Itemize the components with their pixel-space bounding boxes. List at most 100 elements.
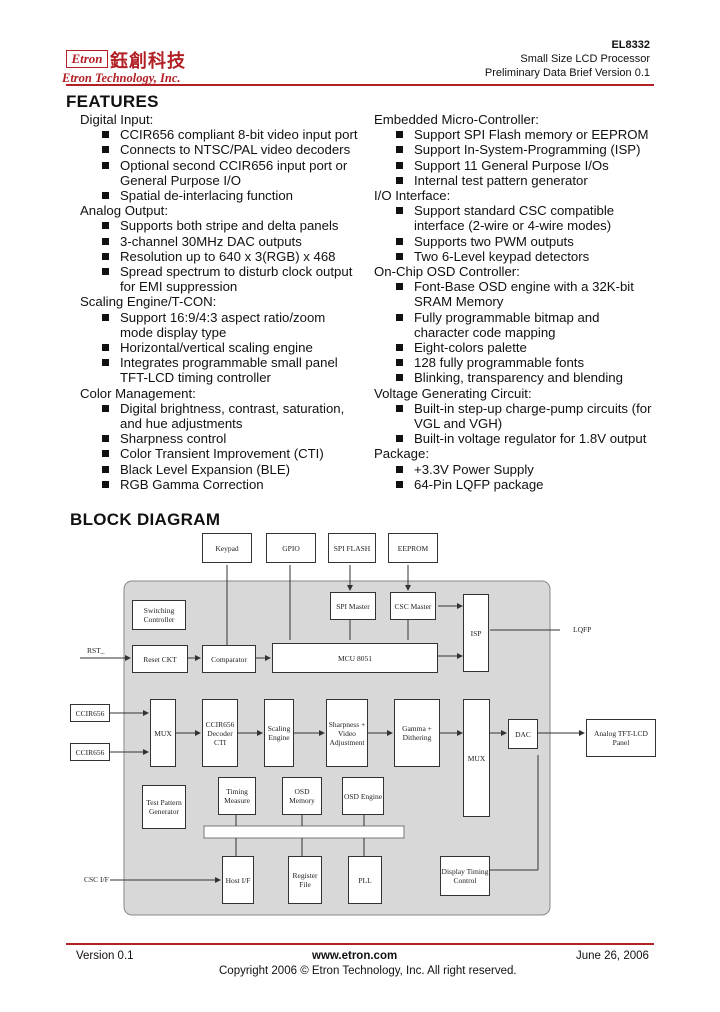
feature-item-continuation: General Purpose I/O bbox=[120, 172, 241, 188]
feature-bullet-item: Horizontal/vertical scaling engine bbox=[80, 340, 380, 355]
feature-bullet-item: Two 6-Level keypad detectors bbox=[374, 249, 664, 264]
etron-logo: Etron bbox=[66, 50, 108, 68]
footer-copyright: Copyright 2006 © Etron Technology, Inc. … bbox=[219, 965, 517, 977]
feature-item-continuation: interface (2-wire or 4-wire modes) bbox=[414, 218, 612, 234]
csc-if-label: CSC I/F bbox=[84, 875, 109, 884]
feature-bullet-item: 128 fully programmable fonts bbox=[374, 355, 664, 370]
ccir656-input-1: CCIR656 bbox=[70, 704, 110, 722]
spi-master-block: SPI Master bbox=[330, 592, 376, 620]
feature-bullet-item: Spatial de-interlacing function bbox=[80, 188, 380, 203]
reset-ckt-block: Reset CKT bbox=[132, 645, 188, 673]
header-divider bbox=[66, 84, 654, 86]
feature-bullet-item: Support 11 General Purpose I/Os bbox=[374, 158, 664, 173]
rst-label: RST_ bbox=[87, 646, 105, 655]
feature-item-continuation: for EMI suppression bbox=[120, 279, 238, 295]
feature-bullet-item: Black Level Expansion (BLE) bbox=[80, 462, 380, 477]
company-name: Etron Technology, Inc. bbox=[62, 71, 181, 85]
feature-bullet-item: Blinking, transparency and blending bbox=[374, 370, 664, 385]
feature-item-continuation: SRAM Memory bbox=[414, 294, 504, 310]
block-diagram-title: BLOCK DIAGRAM bbox=[70, 510, 221, 529]
ccir656-input-2: CCIR656 bbox=[70, 743, 110, 761]
isp-block: ISP bbox=[463, 594, 489, 672]
mcu-block: MCU 8051 bbox=[272, 643, 438, 673]
spi-flash-block: SPI FLASH bbox=[328, 533, 376, 563]
osd-engine-block: OSD Engine bbox=[342, 777, 384, 815]
dac-block: DAC bbox=[508, 719, 538, 749]
feature-bullet-item: Color Transient Improvement (CTI) bbox=[80, 446, 380, 461]
footer-date: June 26, 2006 bbox=[576, 950, 649, 962]
analog-tft-lcd-panel-block: Analog TFT-LCD Panel bbox=[586, 719, 656, 757]
footer-divider bbox=[66, 943, 654, 945]
eeprom-block: EEPROM bbox=[388, 533, 438, 563]
features-right-column: Embedded Micro-Controller:Support SPI Fl… bbox=[374, 112, 664, 492]
feature-item-continuation: TFT-LCD timing controller bbox=[120, 370, 271, 386]
features-title: FEATURES bbox=[66, 92, 159, 111]
mux-block-1: MUX bbox=[150, 699, 176, 767]
feature-bullet-item: Built-in voltage regulator for 1.8V outp… bbox=[374, 431, 664, 446]
lqfp-label: LQFP bbox=[573, 625, 592, 634]
feature-bullet-item: Connects to NTSC/PAL video decoders bbox=[80, 142, 380, 157]
feature-bullet-item: 64-Pin LQFP package bbox=[374, 477, 664, 492]
feature-category-heading: I/O Interface: bbox=[374, 188, 451, 204]
feature-bullet-item: Supports both stripe and delta panels bbox=[80, 218, 380, 233]
feature-item-continuation: mode display type bbox=[120, 324, 227, 340]
register-file-block: Register File bbox=[288, 856, 322, 904]
scaling-engine-block: Scaling Engine bbox=[264, 699, 294, 767]
pll-block: PLL bbox=[348, 856, 382, 904]
part-number: EL8332 bbox=[611, 39, 650, 51]
feature-bullet-item: Support 16:9/4:3 aspect ratio/zoom bbox=[80, 310, 380, 325]
feature-category-heading: Package: bbox=[374, 446, 429, 462]
feature-bullet-item: Spread spectrum to disturb clock output bbox=[80, 264, 380, 279]
footer-version: Version 0.1 bbox=[76, 950, 134, 962]
feature-bullet-item: +3.3V Power Supply bbox=[374, 462, 664, 477]
feature-bullet-item: Fully programmable bitmap and bbox=[374, 310, 664, 325]
feature-bullet-item: Internal test pattern generator bbox=[374, 173, 664, 188]
feature-bullet-item: Font-Base OSD engine with a 32K-bit bbox=[374, 279, 664, 294]
product-subtitle: Small Size LCD Processor bbox=[520, 53, 650, 65]
mux-block-2: MUX bbox=[463, 699, 490, 817]
feature-bullet-item: CCIR656 compliant 8-bit video input port bbox=[80, 127, 380, 142]
feature-category-heading: On-Chip OSD Controller: bbox=[374, 264, 520, 280]
ccir656-decoder-block: CCIR656 Decoder CTI bbox=[202, 699, 238, 767]
logo-chinese-text: 鈺創科技 bbox=[110, 51, 186, 72]
csc-master-block: CSC Master bbox=[390, 592, 436, 620]
feature-item-continuation: character code mapping bbox=[414, 324, 556, 340]
feature-bullet-item: Support In-System-Programming (ISP) bbox=[374, 142, 664, 157]
timing-measure-block: Timing Measure bbox=[218, 777, 256, 815]
feature-item-continuation: VGL and VGH) bbox=[414, 416, 503, 432]
test-pattern-generator-block: Test Pattern Generator bbox=[142, 785, 186, 829]
feature-bullet-item: Eight-colors palette bbox=[374, 340, 664, 355]
gamma-dithering-block: Gamma + Dithering bbox=[394, 699, 440, 767]
feature-bullet-item: 3-channel 30MHz DAC outputs bbox=[80, 234, 380, 249]
features-left-column: Digital Input:CCIR656 compliant 8-bit vi… bbox=[80, 112, 380, 492]
feature-bullet-item: Built-in step-up charge-pump circuits (f… bbox=[374, 401, 664, 416]
feature-bullet-item: Optional second CCIR656 input port or bbox=[80, 158, 380, 173]
keypad-block: Keypad bbox=[202, 533, 252, 563]
document-type: Preliminary Data Brief Version 0.1 bbox=[484, 67, 650, 79]
gpio-block: GPIO bbox=[266, 533, 316, 563]
display-timing-control-block: Display Timing Control bbox=[440, 856, 490, 896]
feature-category-heading: Digital Input: bbox=[80, 112, 154, 127]
host-if-block: Host I/F bbox=[222, 856, 254, 904]
feature-category-heading: Scaling Engine/T-CON: bbox=[80, 294, 217, 310]
feature-bullet-item: Digital brightness, contrast, saturation… bbox=[80, 401, 380, 416]
feature-bullet-item: Resolution up to 640 x 3(RGB) x 468 bbox=[80, 249, 380, 264]
document-header-info: EL8332 Small Size LCD Processor Prelimin… bbox=[485, 38, 650, 80]
comparator-block: Comparator bbox=[202, 645, 256, 673]
feature-category-heading: Color Management: bbox=[80, 385, 196, 401]
feature-bullet-item: Supports two PWM outputs bbox=[374, 234, 664, 249]
feature-bullet-item: Sharpness control bbox=[80, 431, 380, 446]
feature-bullet-item: Support standard CSC compatible bbox=[374, 203, 664, 218]
feature-bullet-item: Support SPI Flash memory or EEPROM bbox=[374, 127, 664, 142]
switching-controller-block: Switching Controller bbox=[132, 600, 186, 630]
feature-category-heading: Embedded Micro-Controller: bbox=[374, 112, 539, 127]
footer-website[interactable]: www.etron.com bbox=[312, 950, 398, 962]
feature-bullet-item: Integrates programmable small panel bbox=[80, 355, 380, 370]
feature-category-heading: Voltage Generating Circuit: bbox=[374, 385, 532, 401]
osd-memory-block: OSD Memory bbox=[282, 777, 322, 815]
feature-bullet-item: RGB Gamma Correction bbox=[80, 477, 380, 492]
feature-item-continuation: and hue adjustments bbox=[120, 416, 243, 432]
sharpness-video-adjustment-block: Sharpness + Video Adjustment bbox=[326, 699, 368, 767]
feature-category-heading: Analog Output: bbox=[80, 203, 168, 219]
